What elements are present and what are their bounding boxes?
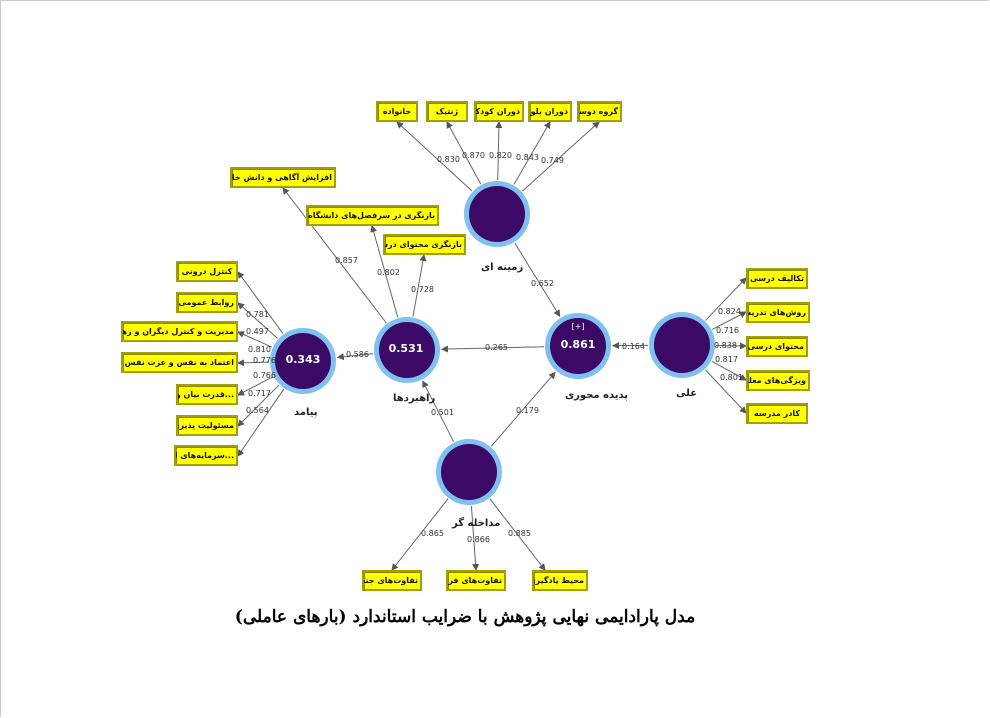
loading-zamine-0: 0.830 [437,155,460,164]
indicator-rahbordha-0: افزایش آگاهی و دانش خانواده‌ها [230,167,336,188]
indicator-zamine-1: ژنتیک [426,101,468,122]
loading-rahbordha-1: 0.802 [377,268,400,277]
loading-ali-4: 0.801 [720,373,743,382]
loading-arrow-modakhele-0 [391,498,449,571]
path-arrow-modakhele-rahbordha [422,380,455,442]
indicator-payamad-3: اعتماد به نفس و عزت نفس [121,352,238,373]
indicator-payamad-0: کنترل درونی [176,261,238,282]
path-zamine-padide: 0.652 [531,279,554,288]
loading-modakhele-1: 0.866 [467,535,490,544]
indicator-rahbordha-2: بازنگری محتوای درسی [383,234,466,255]
indicator-zamine-0: خانواده [376,101,418,122]
indicator-payamad-2: مدیریت و کنترل دیگران و رهبری آنان [121,321,238,342]
figure-caption: مدل پارادایمی نهایی پژوهش با ضرایب استان… [234,607,696,627]
loading-arrow-zamine-1 [446,121,482,185]
loading-arrow-ali-0 [705,277,747,321]
loading-arrow-zamine-0 [396,121,473,192]
indicator-ali-1: روش‌های تدریس [746,302,810,323]
loading-arrow-payamad-0 [237,271,284,334]
construct-label-modakhele: مداخله گر [452,518,501,529]
indicator-rahbordha-1: بازنگری در سرفصل‌های دانشگاه فرهنگیان [306,205,439,226]
loading-modakhele-0: 0.865 [421,529,444,538]
indicator-zamine-3: دوران بلوغ [528,101,572,122]
loading-payamad-6: 0.564 [246,406,269,415]
indicator-ali-2: محتوای درسی [746,336,808,357]
loading-ali-1: 0.716 [716,326,739,335]
construct-node-modakhele [441,444,497,500]
loading-arrow-ali-1 [711,311,747,330]
construct-label-padide: پدیده محوری [565,390,629,401]
construct-label-payamad: پیامد [294,407,318,418]
loading-zamine-3: 0.843 [516,153,539,162]
path-ali-padide: 0.164 [622,342,645,351]
loading-payamad-2: 0.810 [248,345,271,354]
path-arrow-modakhele-padide [490,371,556,447]
path-modakhele-padide: 0.179 [516,406,539,415]
loading-arrow-rahbordha-2 [412,254,427,317]
loading-arrow-payamad-6 [237,388,285,457]
path-modakhele-rahbordha: 0.501 [431,408,454,417]
loading-payamad-5: 0.717 [248,389,271,398]
indicator-payamad-6: ...سرمایه‌های انسان [174,445,238,466]
r2-padide: 0.861 [560,338,596,351]
construct-label-ali: علی [676,388,698,399]
loading-ali-0: 0.824 [718,307,741,316]
loading-rahbordha-0: 0.857 [335,256,358,265]
construct-node-zamine [469,186,525,242]
loading-arrow-payamad-1 [237,302,278,339]
loading-ali-2: 0.838 [714,341,737,350]
indicator-zamine-2: دوران کودکی [474,101,524,122]
loading-payamad-3: 0.776 [253,356,276,365]
loading-arrow-zamine-4 [521,121,600,192]
indicator-modakhele-2: محیط یادگیری [532,570,588,591]
indicator-zamine-4: گروه دوستان [577,101,622,122]
loading-arrow-payamad-4 [237,376,274,396]
loading-modakhele-2: 0.885 [508,529,531,538]
path-arrow-zamine-padide [514,242,561,318]
loading-arrow-zamine-2 [495,121,503,181]
loading-arrow-zamine-3 [513,121,551,185]
loading-zamine-4: 0.749 [541,156,564,165]
loading-arrow-rahbordha-0 [282,187,387,324]
indicator-ali-3: ویژگی‌های معلمان [746,370,810,391]
construct-label-rahbordha: راهبردها [393,393,436,404]
r2-padide-tag: [+] [571,322,585,331]
indicator-modakhele-1: تفاوت‌های فردی [446,570,506,591]
path-padide-rahbordha: 0.265 [485,343,508,352]
path-arrow-rahbordha-payamad [336,353,374,361]
loading-payamad-1: 0.497 [246,327,269,336]
loading-arrow-modakhele-1 [470,505,480,571]
loading-rahbordha-2: 0.728 [411,285,434,294]
indicator-ali-0: تکالیف درسی [746,268,808,289]
indicator-payamad-1: روابط عمومی [176,292,238,313]
loading-arrow-modakhele-2 [489,498,546,571]
indicator-payamad-5: مسئولیت پذیری [176,415,238,436]
construct-node-rahbordha [379,322,435,378]
path-arrow-padide-rahbordha [440,345,545,353]
construct-node-ali [654,317,710,373]
loading-zamine-2: 0.820 [489,151,512,160]
construct-node-padide [550,318,606,374]
indicator-modakhele-0: تفاوت‌های جنسیتی [362,570,422,591]
loading-arrow-payamad-2 [237,331,273,348]
construct-node-payamad [275,333,331,389]
loading-arrow-payamad-5 [237,384,280,427]
construct-label-zamine: زمینه ای [481,262,524,273]
loading-zamine-1: 0.870 [462,151,485,160]
r2-payamad: 0.343 [285,353,321,366]
loading-ali-3: 0.817 [715,355,738,364]
loading-arrow-ali-4 [704,369,747,414]
loading-payamad-4: 0.766 [253,371,276,380]
path-rahbordha-payamad: 0.586 [346,350,369,359]
loading-arrow-rahbordha-1 [370,225,399,318]
r2-rahbordha: 0.531 [388,342,424,355]
loading-payamad-0: 0.781 [246,310,269,319]
loading-arrow-payamad-3 [237,359,270,367]
indicator-ali-4: کادر مدرسه [746,403,808,424]
loading-arrow-ali-3 [711,360,747,381]
indicator-payamad-4: ...قدرت بیان و سخنو [176,384,238,405]
